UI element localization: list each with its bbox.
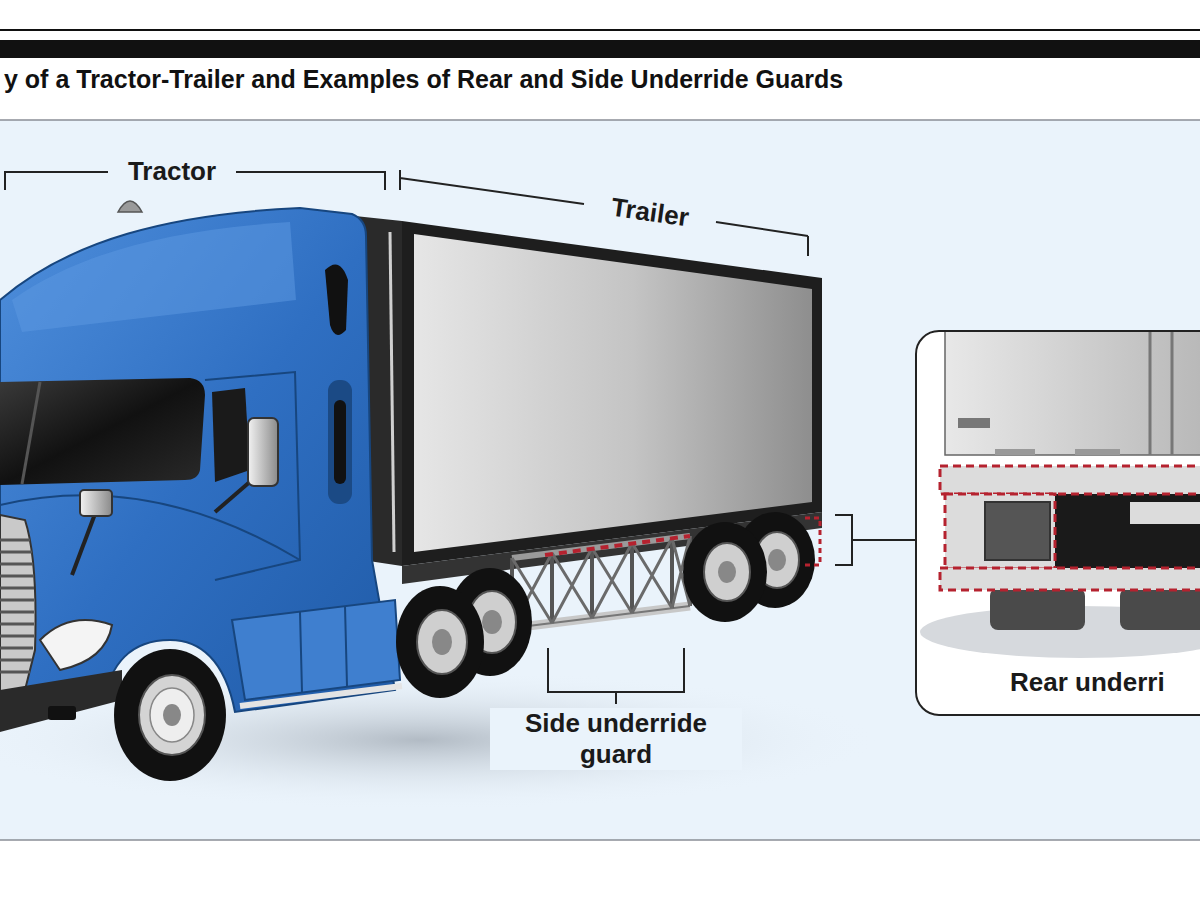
tractor-cab-part bbox=[328, 380, 352, 504]
tractor-wheels-part bbox=[150, 688, 194, 742]
page-rules-part bbox=[0, 29, 1200, 31]
inset-caption: Rear underri bbox=[1010, 667, 1165, 698]
tractor-wheels-part bbox=[139, 675, 205, 755]
label-brackets bbox=[5, 170, 915, 704]
rear-inset-illustration-part bbox=[940, 568, 1200, 590]
rear-inset-illustration-part bbox=[1120, 588, 1200, 630]
side-underride-guard-part bbox=[512, 606, 690, 628]
rear-inset-illustration-part bbox=[985, 502, 1050, 560]
tractor-cab-part bbox=[0, 515, 36, 695]
tractor-cab-part bbox=[215, 480, 252, 512]
tractor-wheels-part bbox=[163, 704, 181, 726]
tractor-cab-part bbox=[334, 400, 346, 484]
trailer-wheels-part bbox=[683, 522, 767, 622]
trailer-body-part bbox=[402, 221, 822, 566]
label-brackets-part bbox=[835, 515, 915, 565]
side-underride-guard-part bbox=[512, 536, 690, 628]
tractor-wheels-part bbox=[417, 610, 467, 674]
tractor-cab-part bbox=[22, 382, 40, 484]
trailer-wheels bbox=[683, 512, 815, 622]
page-rules bbox=[0, 29, 1200, 58]
label-brackets-part bbox=[548, 648, 684, 704]
rear-inset-illustration-part bbox=[940, 466, 1200, 494]
rear-inset-illustration-part bbox=[945, 330, 1200, 455]
tractor-cab-part bbox=[240, 686, 402, 706]
rear-underride-guard bbox=[805, 518, 820, 565]
tractor-cab-part bbox=[232, 600, 400, 700]
tractor-cab-part bbox=[12, 222, 296, 332]
tractor-wheels-part bbox=[432, 629, 452, 655]
tractor-cab-part bbox=[325, 264, 348, 335]
tractor-cab-part bbox=[72, 514, 95, 575]
side-underride-guard bbox=[512, 536, 690, 628]
tractor-cab-part bbox=[118, 201, 142, 212]
rear-inset-illustration-part bbox=[945, 494, 1200, 570]
tractor-wheels bbox=[114, 568, 532, 781]
side-underride-guard-part bbox=[512, 606, 690, 628]
trailer-body-part bbox=[414, 234, 812, 552]
tractor-cab-part bbox=[0, 540, 34, 672]
rear-inset-illustration bbox=[915, 330, 1200, 716]
tractor-cab bbox=[0, 201, 402, 732]
tractor-cab-part bbox=[205, 372, 300, 580]
trailer-wheels-part bbox=[704, 543, 750, 601]
part-label: Tractor bbox=[122, 156, 222, 187]
figure-title: y of a Tractor-Trailer and Examples of R… bbox=[4, 64, 843, 94]
tractor-cab-part bbox=[300, 606, 347, 692]
tractor-cab-part bbox=[248, 418, 278, 486]
rear-inset-illustration-part bbox=[1075, 449, 1120, 455]
part-label: Side underride guard bbox=[490, 708, 742, 770]
tractor-wheels-part bbox=[114, 649, 226, 781]
side-underride-guard-part bbox=[512, 536, 690, 628]
rear-inset-illustration-part bbox=[958, 418, 990, 428]
inset-panel: Rear underri bbox=[915, 330, 1200, 716]
rear-underride-guard-part bbox=[805, 518, 820, 565]
rear-inset-illustration-part bbox=[995, 449, 1035, 455]
trailer-body-part bbox=[390, 232, 394, 552]
tractor-cab-part bbox=[0, 670, 122, 732]
rear-inset-illustration-part bbox=[1149, 330, 1152, 455]
side-underride-guard-part bbox=[545, 536, 690, 555]
rear-inset-illustration-part bbox=[945, 494, 1055, 569]
tractor-cab-part bbox=[0, 495, 300, 560]
rear-inset-illustration-part bbox=[1130, 502, 1200, 524]
trailer-wheels-part bbox=[718, 561, 736, 583]
tractor-cab-part bbox=[0, 378, 205, 485]
tractor-wheels-part bbox=[396, 586, 484, 698]
rear-inset-illustration-part bbox=[990, 588, 1085, 630]
rear-inset-illustration-part bbox=[1171, 330, 1174, 455]
tractor-cab-part bbox=[48, 706, 76, 720]
page-rules-part bbox=[0, 40, 1200, 58]
rear-inset-illustration-part bbox=[915, 330, 1200, 716]
trailer-wheels-part bbox=[768, 549, 786, 571]
tractor-cab-part bbox=[40, 620, 112, 670]
tractor-cab-part bbox=[80, 490, 112, 516]
tractor-wheels-part bbox=[482, 610, 502, 634]
tractor-cab-part bbox=[212, 388, 250, 482]
label-brackets-part bbox=[400, 170, 808, 256]
